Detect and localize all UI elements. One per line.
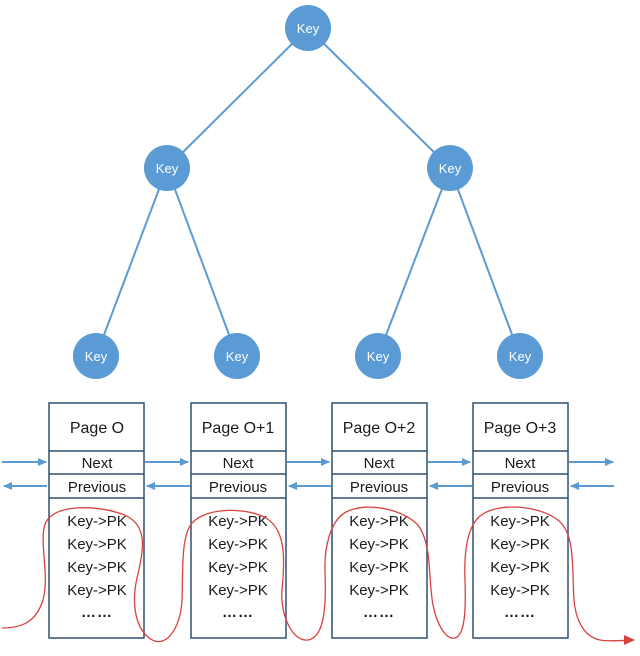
page-entry: Key->PK xyxy=(208,513,268,530)
tree-leaf-node: Key xyxy=(214,333,260,379)
node-label: Key xyxy=(367,349,390,364)
page-title: Page O+2 xyxy=(343,420,416,437)
page-ellipsis: …… xyxy=(81,604,113,621)
next-pointer-label: Next xyxy=(505,455,537,472)
leaf-page: Page O+3 Next Previous Key->PK Key->PK K… xyxy=(472,402,569,639)
page-entry: Key->PK xyxy=(67,536,127,553)
node-label: Key xyxy=(226,349,249,364)
tree-edges xyxy=(95,27,521,357)
page-entry: Key->PK xyxy=(490,513,550,530)
node-label: Key xyxy=(156,161,179,176)
page-entry: Key->PK xyxy=(67,513,127,530)
leaf-page: Page O+1 Next Previous Key->PK Key->PK K… xyxy=(190,402,287,639)
tree-level1-node: Key xyxy=(427,145,473,191)
page-title: Page O xyxy=(70,420,124,437)
page-entry: Key->PK xyxy=(490,536,550,553)
tree-leaf-node: Key xyxy=(355,333,401,379)
page-title: Page O+1 xyxy=(202,420,275,437)
scan-path-arrow xyxy=(1,506,635,646)
node-label: Key xyxy=(439,161,462,176)
page-entry: Key->PK xyxy=(349,536,409,553)
page-title: Page O+3 xyxy=(484,420,557,437)
page-entry: Key->PK xyxy=(490,559,550,576)
leaf-page: Page O Next Previous Key->PK Key->PK Key… xyxy=(48,402,145,639)
node-label: Key xyxy=(509,349,532,364)
edge-l1b-l2d xyxy=(449,167,521,357)
tree-level1-node: Key xyxy=(144,145,190,191)
page-entry: Key->PK xyxy=(208,536,268,553)
page-ellipsis: …… xyxy=(222,604,254,621)
tree-root-node: Key xyxy=(285,5,331,51)
page-ellipsis: …… xyxy=(363,604,395,621)
page-entry: Key->PK xyxy=(67,559,127,576)
page-entry: Key->PK xyxy=(349,513,409,530)
previous-pointer-label: Previous xyxy=(209,479,267,496)
leaf-page: Page O+2 Next Previous Key->PK Key->PK K… xyxy=(331,402,428,639)
edge-root-right xyxy=(307,27,451,169)
page-entry: Key->PK xyxy=(208,559,268,576)
edge-l1a-l2b xyxy=(166,167,238,357)
page-ellipsis: …… xyxy=(504,604,536,621)
previous-pointer-label: Previous xyxy=(350,479,408,496)
previous-pointer-label: Previous xyxy=(491,479,549,496)
page-entry: Key->PK xyxy=(208,582,268,599)
tree-leaf-node: Key xyxy=(497,333,543,379)
edge-l1a-l2a xyxy=(95,167,168,357)
edge-l1b-l2c xyxy=(377,167,451,357)
page-entry: Key->PK xyxy=(349,559,409,576)
node-label: Key xyxy=(85,349,108,364)
edge-root-left xyxy=(166,27,309,169)
previous-pointer-label: Previous xyxy=(68,479,126,496)
next-pointer-label: Next xyxy=(364,455,396,472)
page-entry: Key->PK xyxy=(67,582,127,599)
node-label: Key xyxy=(297,21,320,36)
next-pointer-label: Next xyxy=(223,455,255,472)
page-entry: Key->PK xyxy=(349,582,409,599)
page-entry: Key->PK xyxy=(490,582,550,599)
tree-leaf-node: Key xyxy=(73,333,119,379)
next-pointer-label: Next xyxy=(82,455,114,472)
